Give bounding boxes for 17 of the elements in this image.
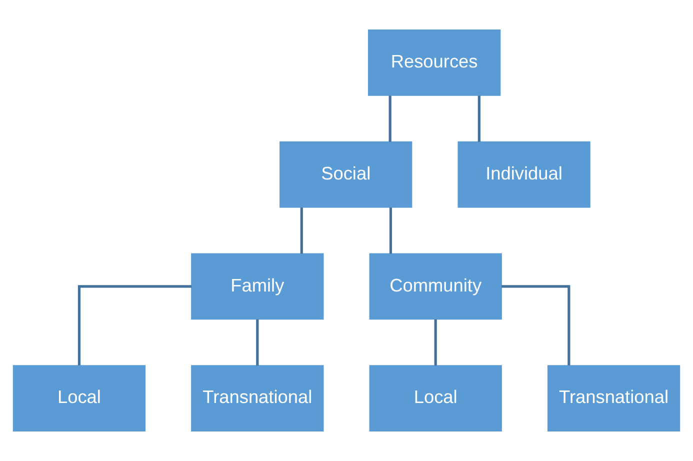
- connector: [478, 96, 480, 142]
- connector: [434, 319, 437, 366]
- connector: [388, 96, 392, 142]
- connector: [389, 208, 392, 254]
- connector: [78, 285, 192, 366]
- connector: [501, 285, 570, 366]
- node-box: Transnational: [547, 365, 680, 432]
- node-box: Social: [280, 141, 412, 208]
- node-box: Local: [369, 365, 502, 432]
- node-box: Individual: [458, 141, 590, 208]
- node-box: Transnational: [191, 365, 324, 432]
- node-box: Resources: [368, 30, 501, 96]
- node-box: Local: [12, 365, 146, 432]
- node-box: Family: [191, 253, 324, 320]
- connector: [300, 208, 303, 254]
- connector: [256, 319, 259, 366]
- node-box: Community: [369, 253, 502, 320]
